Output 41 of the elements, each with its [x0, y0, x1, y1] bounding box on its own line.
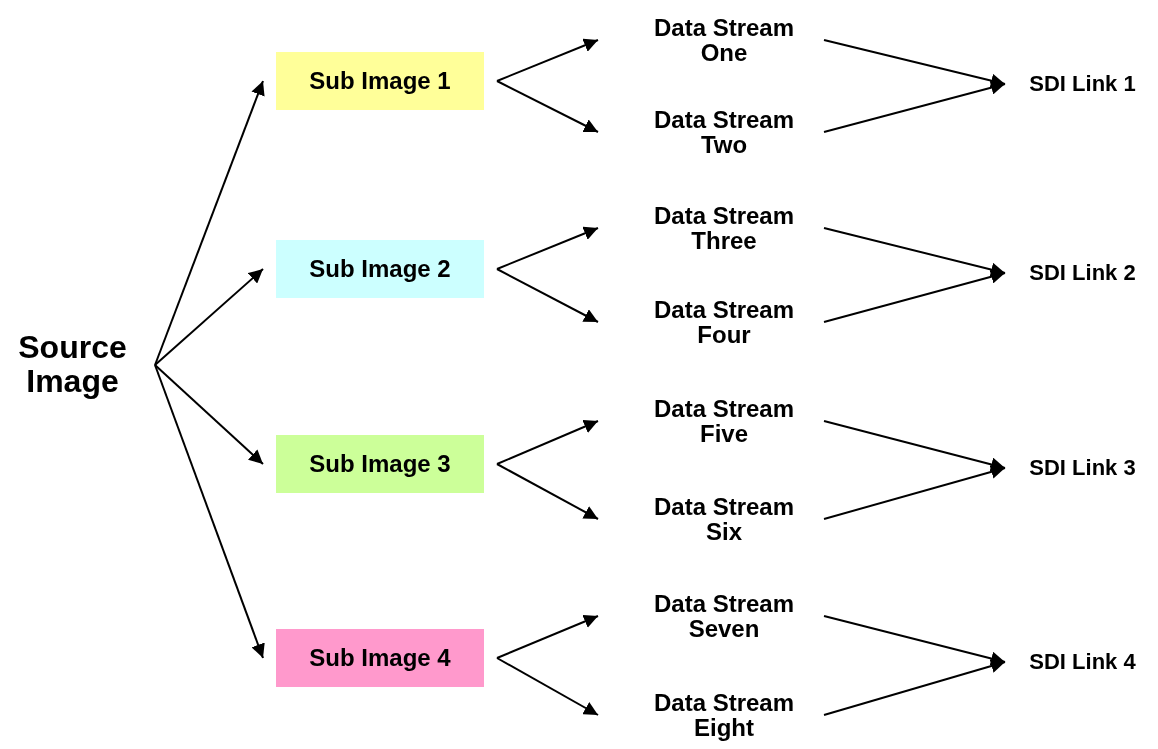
link-label: SDI Link 2	[1029, 261, 1136, 285]
arrow	[823, 615, 1006, 666]
arrow	[496, 614, 599, 659]
arrow	[496, 268, 599, 323]
arrow	[154, 364, 265, 659]
sub-image-box	[276, 52, 484, 110]
box-label: Sub Image 3	[309, 451, 451, 477]
arrow	[823, 465, 1006, 520]
arrow	[154, 268, 264, 366]
box-label: Sub Image 2	[309, 256, 451, 282]
source-label: Source Image	[17, 331, 128, 399]
data-stream-label: Data Stream Two	[652, 106, 796, 158]
arrow	[496, 420, 599, 465]
data-stream-label: Data Stream Six	[652, 493, 796, 545]
link-label: SDI Link 4	[1029, 650, 1136, 674]
arrow	[823, 80, 1006, 133]
data-stream-label: Data Stream Eight	[652, 689, 796, 741]
arrow	[496, 463, 599, 520]
link-label: SDI Link 1	[1029, 72, 1136, 96]
arrow	[496, 657, 599, 716]
arrow	[823, 420, 1006, 472]
sub-image-box	[276, 629, 484, 687]
arrow	[823, 659, 1006, 716]
arrow	[823, 269, 1006, 323]
data-stream-label: Data Stream Five	[652, 395, 796, 447]
box-label: Sub Image 1	[309, 68, 451, 94]
arrow	[823, 39, 1006, 88]
arrow	[496, 80, 599, 133]
data-stream-label: Data Stream Seven	[652, 590, 796, 642]
arrow	[823, 227, 1006, 277]
box-label: Sub Image 4	[309, 645, 451, 671]
arrow	[496, 226, 599, 270]
link-label: SDI Link 3	[1029, 456, 1136, 480]
sub-image-box	[276, 240, 484, 298]
data-stream-label: Data Stream Three	[652, 202, 796, 254]
sub-image-box	[276, 435, 484, 493]
data-stream-label: Data Stream Four	[652, 296, 796, 348]
arrow	[154, 80, 265, 366]
data-stream-label: Data Stream One	[652, 14, 796, 66]
arrow	[154, 364, 264, 465]
arrow	[496, 38, 599, 82]
